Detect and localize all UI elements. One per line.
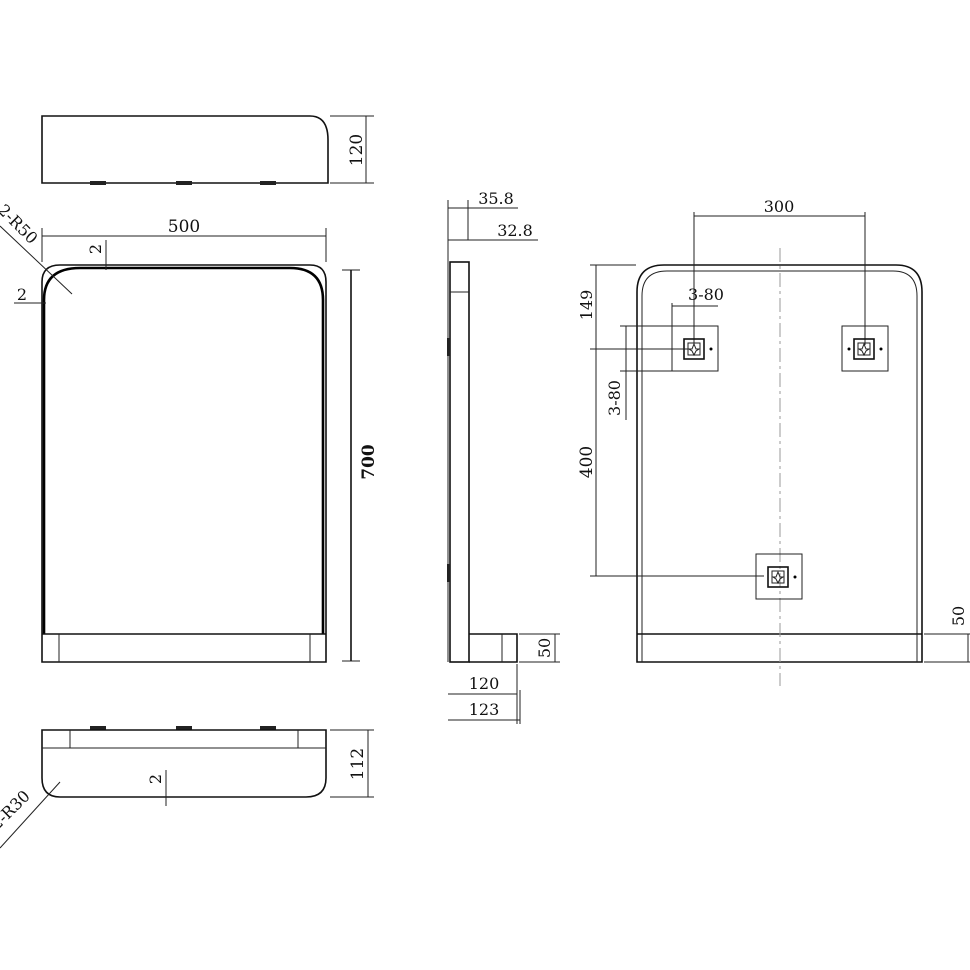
- front-radius-label: 2-R50: [0, 200, 42, 247]
- side-base-depth-inner-label: 120: [469, 674, 500, 693]
- front-gap-top-label: 2: [86, 244, 105, 254]
- front-width-label: 500: [168, 217, 200, 237]
- side-base-depth-outer-label: 123: [469, 700, 500, 719]
- bracket-top-right: [841, 325, 889, 372]
- rear-hole-size-a-label: 3-80: [688, 285, 724, 304]
- rear-vertical-spacing-label: 400: [577, 446, 597, 478]
- rear-top-offset-label: 149: [577, 290, 596, 321]
- front-view: 500 2 2 2-R50 700: [0, 200, 379, 663]
- top-view: 120: [41, 115, 374, 185]
- side-depth-outer-label: 35.8: [478, 189, 514, 208]
- rear-base-height-label: 50: [949, 606, 968, 626]
- front-height-label: 700: [359, 444, 379, 480]
- bottom-gap-label: 2: [146, 774, 165, 784]
- bottom-radius-label: 2-R30: [0, 786, 34, 833]
- rear-hole-size-b-label: 3-80: [605, 380, 624, 416]
- bottom-view: 2 2-R30 112: [0, 726, 374, 849]
- rear-hole-spacing-label: 300: [764, 197, 795, 216]
- bottom-depth-label: 112: [348, 748, 368, 780]
- side-base-height-label: 50: [535, 638, 554, 658]
- side-depth-inner-label: 32.8: [497, 221, 533, 240]
- rear-view: 300 149: [577, 197, 970, 686]
- side-view: 35.8 32.8 50 120 123: [447, 189, 560, 724]
- front-gap-side-label: 2: [17, 285, 27, 304]
- top-height-label: 120: [347, 134, 367, 166]
